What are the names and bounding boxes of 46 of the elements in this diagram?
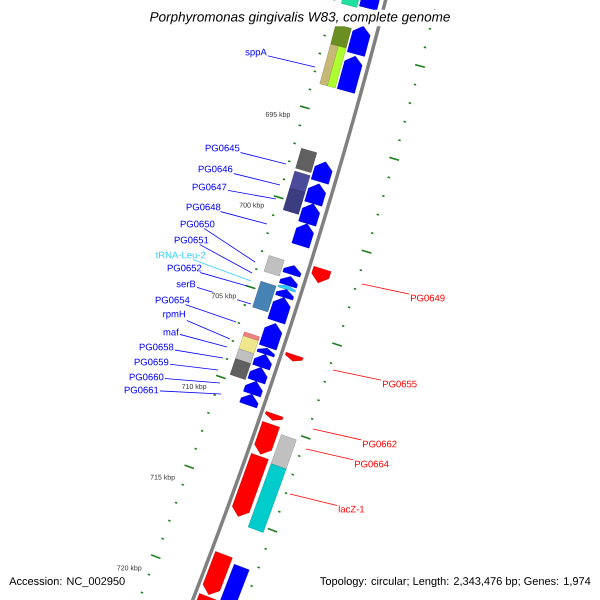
leader-line	[312, 428, 362, 440]
leader-line	[160, 390, 222, 394]
topology-text: Topology: circular; Length: 2,343,476 bp; Genes: 1,974	[320, 576, 590, 588]
leader-line	[204, 228, 256, 262]
leader-line	[332, 370, 382, 380]
leader-line	[199, 244, 252, 274]
gene-label: PG0648	[186, 204, 220, 210]
accession-text: Accession: NC_002950	[9, 576, 125, 588]
gene-label: PG0658	[140, 344, 174, 350]
leader-line	[228, 190, 276, 200]
leader-line	[290, 494, 338, 506]
gene-label: PG0654	[156, 296, 190, 304]
leader-line	[186, 320, 230, 340]
leader-line	[200, 272, 248, 286]
leader-line	[174, 350, 224, 358]
gene-label: maf	[164, 328, 179, 336]
gene-label: lacZ-1	[338, 506, 364, 512]
gene-label: serB	[176, 280, 196, 288]
gene-label: PG0659	[134, 358, 168, 366]
leader-line	[240, 152, 286, 164]
gene-label: PG0655	[383, 380, 417, 388]
gene-label: PG0649	[411, 294, 445, 302]
gene-label: PG0645	[206, 144, 240, 152]
leader-line	[170, 364, 218, 370]
gene-label: PG0647	[192, 184, 226, 190]
gene-label: sppA	[245, 48, 267, 58]
leader-line	[362, 284, 410, 294]
gene-label: tRNA-Leu-2	[156, 252, 206, 258]
leader-line	[220, 211, 268, 224]
leader-line	[233, 173, 280, 186]
leader-line	[306, 448, 354, 460]
gene-label: PG0650	[180, 220, 214, 228]
leader-line	[180, 334, 228, 348]
gene-label: PG0646	[198, 166, 232, 172]
gene-label: PG0662	[362, 440, 397, 448]
leader-line	[164, 378, 220, 384]
leader-line	[185, 304, 236, 322]
gene-label: PG0664	[355, 460, 389, 468]
gene-label: PG0660	[130, 374, 164, 380]
leader-line	[192, 259, 252, 282]
gene-label: PG0651	[174, 236, 208, 244]
gene-label: rpmH	[163, 310, 186, 320]
gene-label: PG0661	[124, 386, 158, 394]
leader-line	[268, 55, 316, 68]
title: Porphyromonas gingivalis W83, complete genome	[148, 10, 452, 26]
gene-label: PG0652	[168, 264, 202, 272]
